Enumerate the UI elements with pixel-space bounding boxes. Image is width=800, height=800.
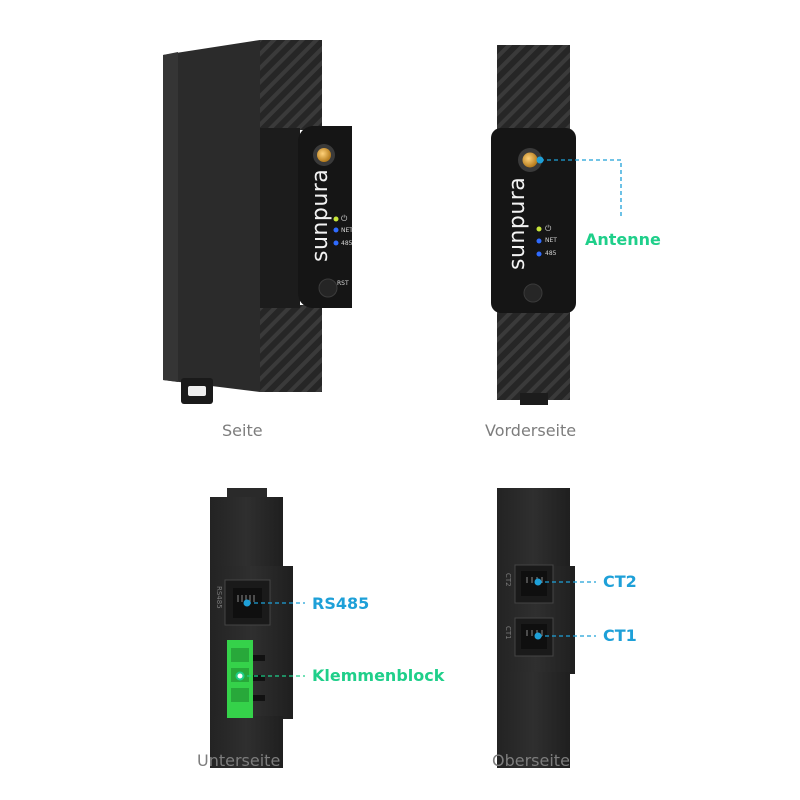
led-label-485: 485	[545, 250, 557, 257]
port-label-rs485: RS485	[215, 586, 223, 609]
callout-antenna: Antenne	[585, 230, 661, 249]
caption-front: Vorderseite	[485, 421, 577, 440]
caption-side: Seite	[222, 421, 263, 440]
device-top-view	[497, 488, 575, 768]
callout-ct1: CT1	[603, 626, 637, 645]
reset-button-label: RST	[337, 280, 349, 287]
port-label-ct1: CT1	[504, 626, 512, 640]
brand-logo-side: sunpura	[308, 168, 333, 262]
power-icon: ⏻	[341, 214, 348, 223]
antenna-leader-line	[536, 156, 622, 218]
power-icon: ⏻	[545, 224, 552, 233]
caption-top: Oberseite	[492, 751, 570, 770]
callout-rs485: RS485	[312, 594, 370, 613]
callout-ct2: CT2	[603, 572, 637, 591]
led-label-net: NET	[341, 227, 353, 234]
led-label-485: 485	[341, 240, 353, 247]
bottom-leader-lines	[235, 599, 305, 681]
device-bottom-view	[210, 488, 293, 768]
device-front-view	[491, 45, 576, 405]
callout-terminal-block: Klemmenblock	[312, 666, 445, 685]
device-side-view	[163, 40, 352, 404]
brand-logo-front: sunpura	[505, 176, 530, 270]
top-leader-lines	[534, 578, 596, 640]
led-label-net: NET	[545, 237, 557, 244]
caption-bottom: Unterseite	[197, 751, 281, 770]
port-label-ct2: CT2	[504, 573, 512, 587]
